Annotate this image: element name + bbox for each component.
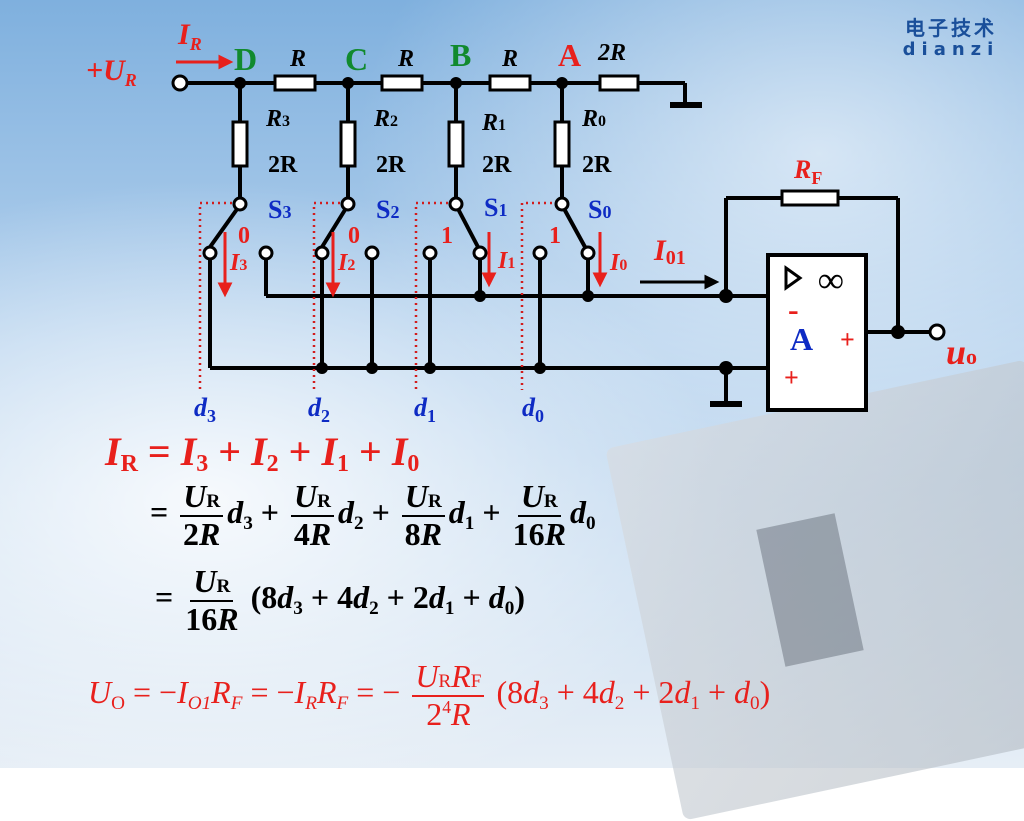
switch-s0-state: 1 [549,223,561,249]
opamp-triangle-icon [784,265,803,291]
output-voltage-label: uo [946,332,977,372]
resistor-r2 [339,120,357,168]
node-d-label: D [234,41,257,77]
current-arrows [176,54,608,298]
r2-value: 2R [376,152,406,178]
switch-s3-state: 0 [238,223,250,249]
switch-s2-label: S2 [376,195,399,224]
resistors [231,74,840,207]
current-i1-label: I1 [497,248,515,274]
equation-1: IR = I3 + I2 + I1 + I0 [105,429,420,477]
r0-name: R0 [581,106,606,132]
node-c-label: C [345,41,368,77]
bit-d1-label: d1 [414,393,436,426]
opamp-infinity: ∞ [818,260,844,300]
circuit-labels: +UR IR D C B A R R R 2R R3 R2 R1 R0 2R 2… [86,18,977,426]
terminals [171,74,946,341]
resistor-cb [380,74,424,92]
series-resistor-label-3: R [501,46,518,72]
r1-name: R1 [481,110,506,136]
opamp-box [766,253,868,412]
current-i0-label: I0 [609,250,627,276]
opamp-plus-input: + [784,363,799,392]
resistor-r0 [553,120,571,168]
resistor-dc [273,74,317,92]
circuit-diagram: +UR IR D C B A R R R 2R R3 R2 R1 R0 2R 2… [86,18,977,426]
bit-d2-label: d2 [308,393,330,426]
r1-value: 2R [482,152,512,178]
logo-latin: dianzi [902,39,1000,60]
series-resistor-label-1: R [289,46,306,72]
node-a-label: A [558,37,581,73]
resistor-rf [780,189,840,207]
switch-s1-label: S1 [484,193,507,222]
input-terminal [171,74,189,92]
series-resistor-label-2: R [397,46,414,72]
resistor-r3 [231,120,249,168]
junction-dots [234,77,905,375]
reference-current-label: IR [177,18,202,54]
r0-value: 2R [582,152,612,178]
switch-bit-outlines [198,201,552,390]
resistor-ba [488,74,532,92]
opamp-plus-output: + [840,325,855,354]
switch-s0-label: S0 [588,195,611,224]
switch-s3-label: S3 [268,195,291,224]
opamp-minus: - [788,291,799,327]
r3-value: 2R [268,152,298,178]
output-terminal [928,323,946,341]
i01-arrow [640,274,720,290]
bit-d0-label: d0 [522,393,544,426]
switch-s2-state: 0 [348,223,360,249]
resistor-terminal [598,74,640,92]
switch-s1-state: 1 [441,223,453,249]
input-voltage-label: +UR [86,54,137,90]
terminal-resistor-label: 2R [597,40,626,66]
bit-d3-label: d3 [194,393,216,426]
node-b-label: B [450,37,471,73]
resistor-r1 [447,120,465,168]
opamp-label: A [790,321,813,357]
sum-current-label: I01 [653,234,686,269]
r2-name: R2 [373,106,398,132]
logo: 电子技术 dianzi [895,12,1007,60]
feedback-resistor-label: RF [793,155,822,188]
current-i3-label: I3 [229,250,247,276]
logo-chinese: 电子技术 [905,16,997,40]
r3-name: R3 [265,106,290,132]
current-i2-label: I2 [337,250,355,276]
